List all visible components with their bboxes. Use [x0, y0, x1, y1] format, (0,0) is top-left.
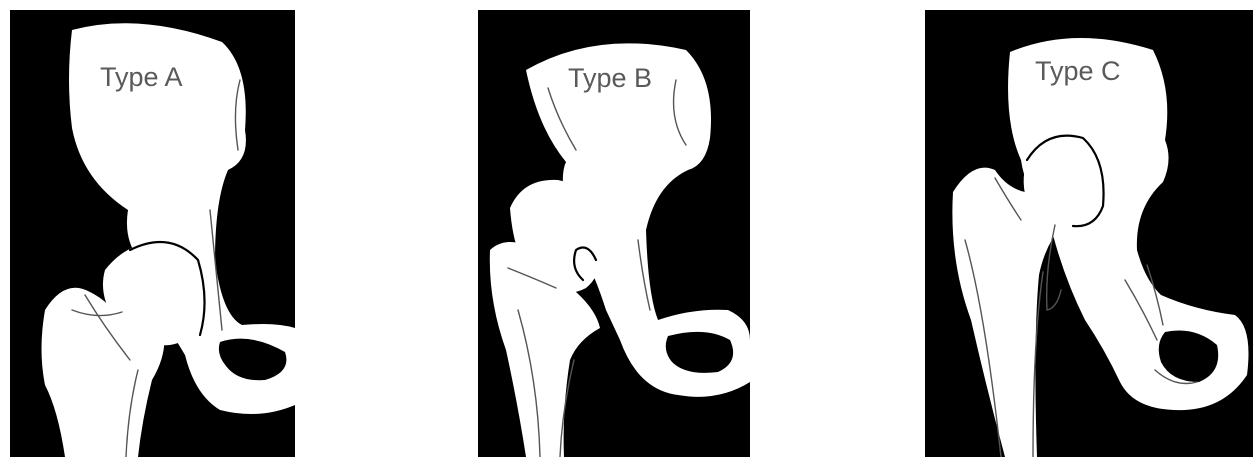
- hip-panel-type-a: Type A: [10, 10, 295, 457]
- hip-panel-type-b: Type B: [478, 10, 750, 457]
- type-label: Type C: [1035, 58, 1121, 85]
- hip-panel-type-c: Type C: [925, 10, 1253, 457]
- type-label: Type A: [100, 64, 183, 91]
- type-label: Type B: [568, 65, 652, 92]
- femur: [952, 168, 1063, 457]
